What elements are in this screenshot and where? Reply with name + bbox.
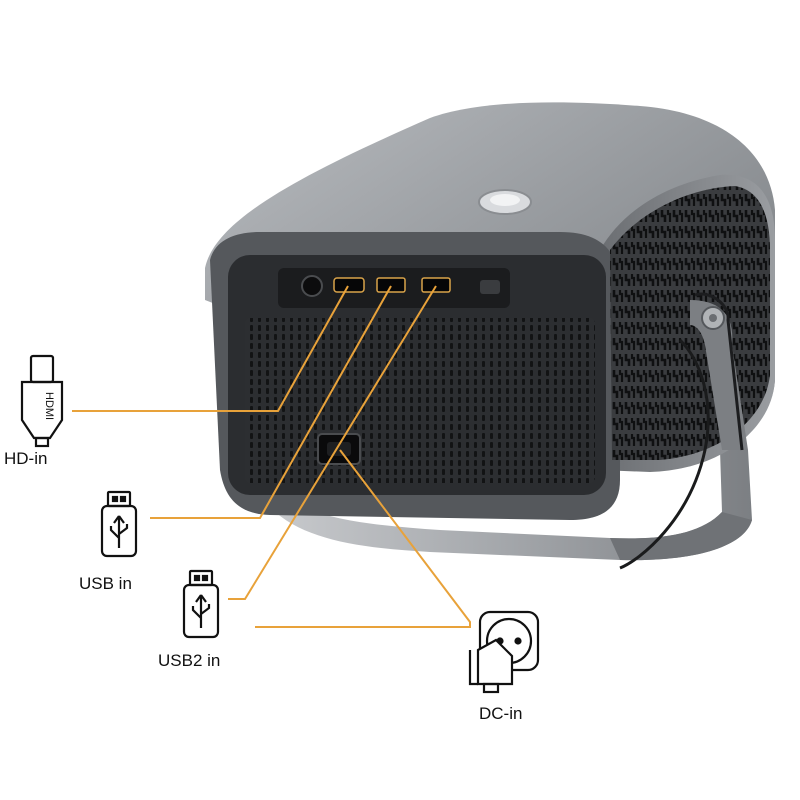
usb-in-label: USB in: [79, 574, 132, 593]
hdmi-plug-icon: HDMI: [20, 354, 64, 448]
usb-plug-icon: [100, 490, 138, 558]
audio-jack: [301, 275, 323, 297]
leader-line-dc: [255, 449, 471, 628]
dc-port: [317, 433, 361, 465]
hd-in-label: HD-in: [4, 449, 48, 468]
leader-line-usb1: [150, 285, 392, 519]
usb-port-2: [421, 277, 451, 293]
hdmi-icon-text: HDMI: [43, 392, 55, 420]
usb-port-1: [376, 277, 406, 293]
hdmi-port: [333, 277, 365, 293]
port-strip: [278, 268, 510, 308]
leader-lines: [72, 285, 471, 628]
power-socket-icon: [468, 610, 540, 694]
leader-line-usb2: [228, 285, 437, 600]
usb-plug-icon: [182, 569, 220, 639]
stand-base: [268, 450, 752, 561]
leader-line-hdmi: [72, 285, 349, 412]
stand-arm: [619, 292, 748, 570]
dc-in-label: DC-in: [479, 704, 523, 723]
usb2-in-label: USB2 in: [158, 651, 221, 670]
